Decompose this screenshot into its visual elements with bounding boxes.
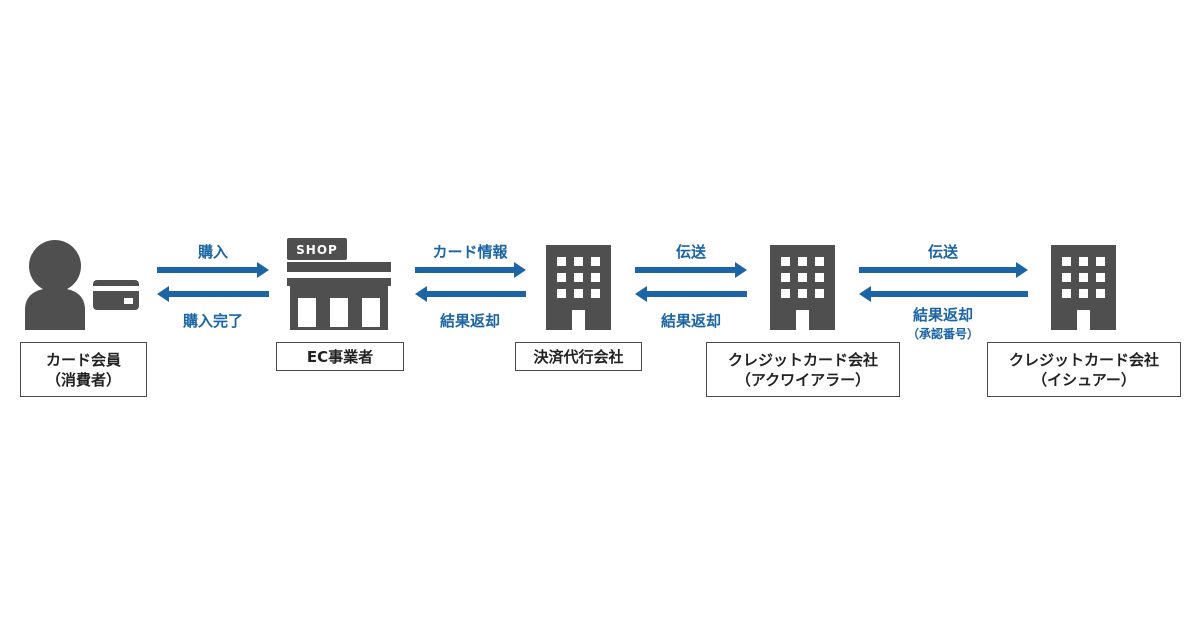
arrow-label-purchase: 購入	[197, 243, 229, 261]
node-ec-merchant: EC事業者	[276, 342, 404, 371]
arrow-label-transmit: 伝送	[675, 243, 707, 261]
shop-sign-text: SHOP	[296, 243, 338, 257]
node-label-line2: （アクワイアラー）	[735, 370, 871, 389]
node-payment-agency: 決済代行会社	[515, 342, 642, 371]
node-label-line2: （消費者）	[45, 370, 121, 389]
arrow-left-icon	[859, 286, 1028, 302]
building-icon	[546, 245, 611, 330]
arrow-right-icon	[635, 262, 747, 278]
node-label-line2: （イシュアー）	[1032, 370, 1136, 389]
arrows	[157, 262, 1028, 302]
arrow-label-purchase-complete: 購入完了	[182, 312, 244, 330]
node-label-line1: カード会員	[45, 350, 121, 369]
node-label-line1: クレジットカード会社	[1008, 350, 1159, 369]
node-label-line1: 決済代行会社	[533, 347, 624, 366]
arrow-label-result-return: 結果返却	[912, 306, 974, 324]
arrow-left-icon	[415, 286, 526, 302]
arrow-label-transmit: 伝送	[927, 243, 959, 261]
arrow-left-icon	[635, 286, 747, 302]
node-card-member: カード会員 （消費者）	[20, 342, 147, 397]
building-icon	[770, 245, 835, 330]
arrow-right-icon	[415, 262, 526, 278]
node-issuer: クレジットカード会社 （イシュアー）	[987, 342, 1181, 397]
arrow-label-result-return: 結果返却	[660, 312, 722, 330]
arrow-left-icon	[157, 286, 269, 302]
arrow-right-icon	[157, 262, 269, 278]
arrow-right-icon	[859, 262, 1028, 278]
arrow-sublabel-approval-number: （承認番号）	[906, 327, 980, 341]
node-label-line1: クレジットカード会社	[727, 350, 878, 369]
person-icon	[25, 240, 85, 330]
building-icon	[1051, 245, 1116, 330]
node-label-line1: EC事業者	[306, 347, 374, 366]
arrow-label-card-info: カード情報	[432, 243, 508, 261]
arrow-label-result-return: 結果返却	[439, 312, 501, 330]
node-acquirer: クレジットカード会社 （アクワイアラー）	[706, 342, 900, 397]
credit-card-icon	[93, 280, 139, 310]
shop-icon	[287, 238, 391, 330]
